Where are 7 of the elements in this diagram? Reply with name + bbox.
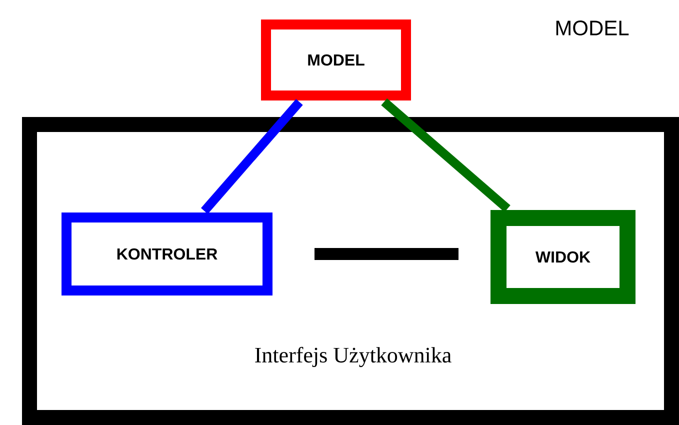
labeled-box: MODEL <box>261 20 411 100</box>
labeled-box: WIDOK <box>490 210 636 304</box>
connector-line <box>201 99 303 214</box>
caption-text: MODEL <box>556 20 629 36</box>
connector-line <box>314 248 458 260</box>
labeled-box: KONTROLER <box>62 212 272 296</box>
connector-line <box>381 98 510 212</box>
